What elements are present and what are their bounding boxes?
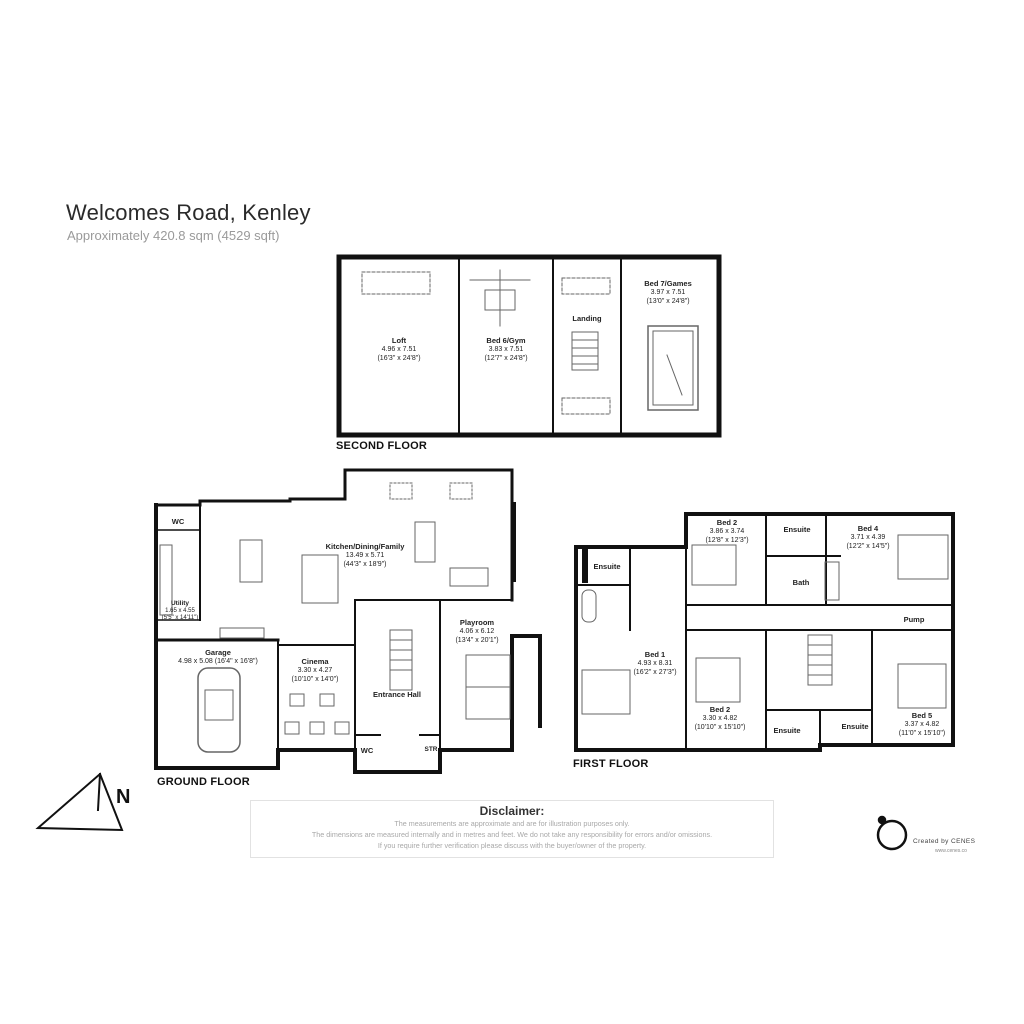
room-bed6-imperial: (12'7" x 24'8") <box>484 355 528 362</box>
room-wc-2: WC <box>361 746 374 755</box>
room-landing: Landing <box>572 314 601 323</box>
room-bed1-name: Bed 1 <box>644 650 666 659</box>
room-cinema: Cinema 3.30 x 4.27 (10'10" x 14'0") <box>292 657 339 684</box>
room-str-name: STR <box>424 746 438 753</box>
room-kitchen: Kitchen/Dining/Family 13.49 x 5.71 (44'3… <box>326 542 405 569</box>
room-bed7: Bed 7/Games 3.97 x 7.51 (13'0" x 24'8") <box>644 279 692 306</box>
room-garage-name: Garage <box>205 648 231 657</box>
north-label: N <box>116 786 131 808</box>
room-utility-dims: 1.65 x 4.55 <box>165 607 195 614</box>
room-bed5-imperial: (11'0" x 15'10") <box>898 730 946 737</box>
room-pump: Pump <box>904 615 925 624</box>
room-pump-name: Pump <box>903 615 925 624</box>
page-subtitle: Approximately 420.8 sqm (4529 sqft) <box>67 228 280 243</box>
credit-url: www.cenes.co <box>935 848 967 854</box>
room-playroom-imperial: (13'4" x 20'1") <box>455 637 499 644</box>
room-bed2-upper: Bed 2 3.86 x 3.74 (12'8" x 12'3") <box>705 518 748 545</box>
room-cinema-dims: 3.30 x 4.27 <box>297 667 333 674</box>
disclaimer-line-1: The measurements are approximate and are… <box>394 819 630 828</box>
disclaimer-line-3: If you require further verification plea… <box>377 841 647 850</box>
room-ensuite-bed2-lower-name: Ensuite <box>773 726 801 735</box>
room-bed4-dims: 3.71 x 4.39 <box>850 534 886 541</box>
first-floor-walls <box>574 512 955 752</box>
room-bed2-upper-dims: 3.86 x 3.74 <box>709 528 745 535</box>
room-bed5-dims: 3.37 x 4.82 <box>904 721 940 728</box>
credit-text: Created by CENES <box>913 838 976 845</box>
room-ensuite-bed1: Ensuite <box>593 562 620 571</box>
room-loft: Loft 4.96 x 7.51 (16'3" x 24'8") <box>377 336 420 363</box>
second-floor-label: SECOND FLOOR <box>336 440 428 452</box>
room-ensuite-bed2: Ensuite <box>783 525 810 534</box>
room-ensuite-bed5-name: Ensuite <box>841 722 869 731</box>
room-bath: Bath <box>793 578 810 587</box>
disclaimer-line-2: The dimensions are measured internally a… <box>311 830 713 839</box>
room-bed2-lower: Bed 2 3.30 x 4.82 (10'10" x 15'10") <box>695 705 746 732</box>
room-bed7-name: Bed 7/Games <box>644 279 692 288</box>
room-entrance: Entrance Hall <box>373 690 421 699</box>
room-bed2-upper-name: Bed 2 <box>716 518 738 527</box>
room-bed2-lower-name: Bed 2 <box>709 705 731 714</box>
room-ensuite-bed2-lower: Ensuite <box>773 726 800 735</box>
room-playroom: Playroom 4.06 x 6.12 (13'4" x 20'1") <box>455 618 498 645</box>
ground-floor-walls <box>154 468 542 774</box>
first-floor-fixtures <box>581 534 949 715</box>
room-garage: Garage 4.98 x 5.08 (16'4" x 16'8") <box>178 648 258 666</box>
room-bed4: Bed 4 3.71 x 4.39 (12'2" x 14'5") <box>846 524 889 551</box>
disclaimer-box: Disclaimer: The measurements are approxi… <box>250 800 774 858</box>
room-ensuite-bed2-name: Ensuite <box>783 525 811 534</box>
room-ensuite-bed5: Ensuite <box>841 722 868 731</box>
second-floor-walls <box>336 254 722 438</box>
room-wc-1: WC <box>172 517 185 526</box>
room-bed7-imperial: (13'0" x 24'8") <box>646 298 690 305</box>
room-bath-name: Bath <box>792 578 810 587</box>
room-bed6-dims: 3.83 x 7.51 <box>488 346 524 353</box>
room-bed5: Bed 5 3.37 x 4.82 (11'0" x 15'10") <box>899 711 945 738</box>
room-wc-1-name: WC <box>171 517 185 526</box>
first-floor-label: FIRST FLOOR <box>573 758 649 770</box>
room-garage-dims: 4.98 x 5.08 (16'4" x 16'8") <box>178 658 258 665</box>
room-loft-name: Loft <box>391 336 407 345</box>
room-bed1-dims: 4.93 x 8.31 <box>637 660 673 667</box>
room-bed1: Bed 1 4.93 x 8.31 (16'2" x 27'3") <box>633 650 676 677</box>
room-bed6: Bed 6/Gym 3.83 x 7.51 (12'7" x 24'8") <box>484 336 527 363</box>
room-bed4-name: Bed 4 <box>857 524 879 533</box>
room-bed5-name: Bed 5 <box>911 711 933 720</box>
room-bed2-lower-dims: 3.30 x 4.82 <box>702 715 738 722</box>
room-loft-dims: 4.96 x 7.51 <box>381 346 417 353</box>
ground-floor-fixtures <box>159 482 511 753</box>
ground-floor-label: GROUND FLOOR <box>157 776 250 788</box>
room-utility-imperial: (5'5" x 14'11") <box>161 615 199 621</box>
room-cinema-name: Cinema <box>301 657 329 666</box>
cenes-logo <box>876 815 908 851</box>
room-loft-imperial: (16'3" x 24'8") <box>377 355 421 362</box>
room-bed6-name: Bed 6/Gym <box>486 336 526 345</box>
room-bed2-lower-imperial: (10'10" x 15'10") <box>694 724 746 731</box>
page-title: Welcomes Road, Kenley <box>66 200 311 225</box>
room-bed7-dims: 3.97 x 7.51 <box>650 289 686 296</box>
room-bed2-upper-imperial: (12'8" x 12'3") <box>705 537 749 544</box>
room-wc-2-name: WC <box>360 746 374 755</box>
second-floor-fixtures <box>361 269 699 415</box>
room-str: STR <box>425 746 438 754</box>
room-kitchen-name: Kitchen/Dining/Family <box>325 542 405 551</box>
room-ensuite-bed1-name: Ensuite <box>593 562 621 571</box>
room-bed1-imperial: (16'2" x 27'3") <box>633 669 677 676</box>
room-entrance-name: Entrance Hall <box>373 690 421 699</box>
room-utility-name: Utility <box>170 600 190 607</box>
room-kitchen-dims: 13.49 x 5.71 <box>345 552 385 559</box>
north-arrow <box>35 772 124 832</box>
disclaimer-heading: Disclaimer: <box>479 804 545 818</box>
room-bed4-imperial: (12'2" x 14'5") <box>846 543 890 550</box>
room-kitchen-imperial: (44'3" x 18'9") <box>343 561 387 568</box>
room-playroom-name: Playroom <box>459 618 495 627</box>
room-landing-name: Landing <box>572 314 602 323</box>
room-playroom-dims: 4.06 x 6.12 <box>459 628 495 635</box>
room-cinema-imperial: (10'10" x 14'0") <box>291 676 339 683</box>
room-utility: Utility 1.65 x 4.55 (5'5" x 14'11") <box>162 600 198 623</box>
